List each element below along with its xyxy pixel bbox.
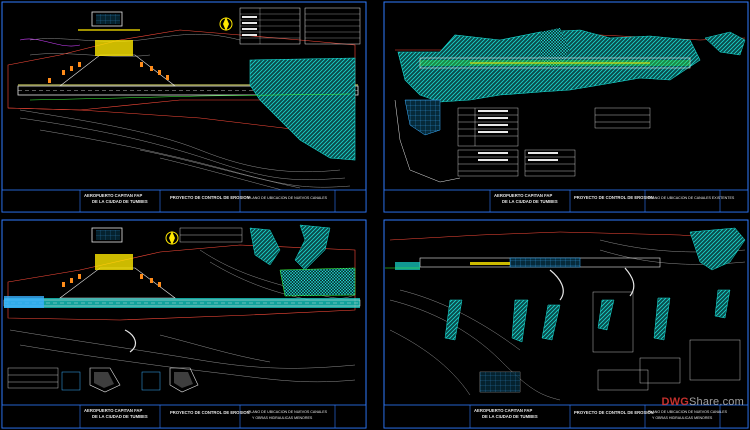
title-block-top-right: AEROPUERTO CAPITAN FAP DE LA CIUDAD DE T…	[383, 189, 749, 213]
title-block-project: PROYECTO DE CONTROL DE EROSION	[170, 195, 250, 200]
drawing-bottom-left	[3, 224, 361, 393]
drainage-markers	[48, 62, 169, 83]
title-block-drawing-sub: Y OBRAS HIDRAULICAS MENORES	[252, 416, 313, 420]
title-block-client: AEROPUERTO CAPITAN FAP	[474, 408, 532, 413]
watermark-logo: DWGShare.com	[662, 396, 744, 408]
structure-details	[61, 367, 199, 393]
title-block-location: DE LA CIUDAD DE TUMBES	[502, 199, 558, 204]
title-block-project: PROYECTO DE CONTROL DE EROSION	[170, 410, 250, 415]
drawing-top-right	[394, 28, 746, 183]
title-block-location: DE LA CIUDAD DE TUMBES	[92, 414, 148, 419]
legend-table-2	[304, 7, 361, 45]
channel-tables	[457, 107, 651, 177]
apron	[59, 54, 176, 87]
title-block-drawing: PLANO DE UBICACION DE NUEVOS CANALES	[248, 196, 328, 200]
title-block-client: AEROPUERTO CAPITAN FAP	[494, 193, 552, 198]
title-block-drawing: PLANO DE UBICACION DE CANALES EXISTENTES	[648, 196, 735, 200]
watermark-brand-red: DWG	[661, 396, 689, 408]
contour-lines	[19, 34, 351, 193]
title-block-bottom-left: AEROPUERTO CAPITAN FAP DE LA CIUDAD DE T…	[1, 404, 367, 429]
title-block-location: DE LA CIUDAD DE TUMBES	[92, 199, 148, 204]
title-block-location: DE LA CIUDAD DE TUMBES	[482, 414, 538, 419]
title-block-project: PROYECTO DE CONTROL DE EROSION	[574, 195, 654, 200]
drawing-top-left	[7, 7, 361, 193]
title-block-client: AEROPUERTO CAPITAN FAP	[84, 408, 142, 413]
title-block-drawing: PLANO DE UBICACION DE NUEVOS CANALES	[248, 410, 328, 414]
drawing-bottom-right	[385, 227, 746, 401]
legend-table-1	[239, 7, 301, 45]
title-block-project: PROYECTO DE CONTROL DE EROSION	[574, 410, 654, 415]
title-block-drawing: PLANO DE UBICACION DE NUEVOS CANALES	[648, 410, 728, 414]
title-block-drawing-sub: Y OBRAS HIDRAULICAS MENORES	[652, 416, 713, 420]
watermark-brand-rest: Share.com	[689, 396, 744, 408]
channel-sections	[444, 289, 731, 343]
title-block-client: AEROPUERTO CAPITAN FAP	[84, 193, 142, 198]
title-block-bottom-right: AEROPUERTO CAPITAN FAP DE LA CIUDAD DE T…	[383, 404, 749, 429]
terminal-building	[95, 40, 133, 56]
erosion-zone-hatch	[249, 57, 356, 161]
title-block-top-left: AEROPUERTO CAPITAN FAP DE LA CIUDAD DE T…	[1, 189, 367, 213]
